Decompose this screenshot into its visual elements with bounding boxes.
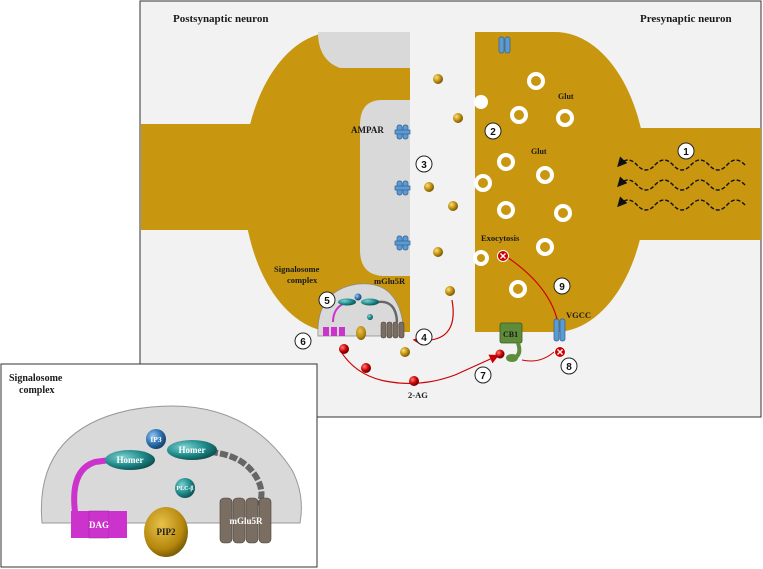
step-1: 1 xyxy=(677,142,695,160)
glut-label-2: Glut xyxy=(531,147,547,156)
vgcc-icon xyxy=(553,318,566,342)
step-markers: 1 2 3 4 5 6 7 8 9 xyxy=(294,122,695,384)
svg-text:6: 6 xyxy=(300,337,306,348)
vesicle xyxy=(474,174,492,192)
dag-icon: DAG xyxy=(71,510,127,539)
homer-1-icon: Homer xyxy=(105,450,155,470)
block-icon xyxy=(554,346,566,358)
spine-top xyxy=(318,32,410,68)
step-9: 9 xyxy=(553,277,571,295)
presynaptic-title: Presynaptic neuron xyxy=(640,13,732,25)
step-3: 3 xyxy=(415,155,433,173)
fusing-vesicle xyxy=(474,95,488,109)
action-potential-waves xyxy=(617,156,746,211)
vesicle xyxy=(536,166,554,184)
plc-beta-icon: PLC-β xyxy=(175,478,195,498)
inset-title-1: Signalosome xyxy=(9,373,63,384)
postsynaptic-title: Postsynaptic neuron xyxy=(173,13,268,25)
vesicle xyxy=(527,72,545,90)
svg-text:7: 7 xyxy=(480,371,486,382)
svg-text:1: 1 xyxy=(683,147,689,158)
inhibition-markers xyxy=(497,250,566,358)
step-7: 7 xyxy=(474,366,492,384)
svg-text:9: 9 xyxy=(559,282,565,293)
cb1-receptor xyxy=(499,322,523,362)
svg-text:2: 2 xyxy=(490,127,496,138)
cb1-label: CB1 xyxy=(503,330,518,339)
vesicle xyxy=(556,109,574,127)
mglu5r-label: mGlu5R xyxy=(374,276,406,286)
ip3-icon: IP3 xyxy=(146,429,166,449)
homer-2-label: Homer xyxy=(179,445,206,455)
vesicle xyxy=(554,204,572,222)
plc-label: PLC-β xyxy=(176,486,193,492)
signalosome-inset: Signalosome complex Homer Homer IP3 PLC-… xyxy=(0,363,318,568)
exocytosis-label: Exocytosis xyxy=(481,233,520,243)
ampar-icon xyxy=(394,180,411,196)
homer-1-label: Homer xyxy=(117,455,144,465)
signalosome-contents xyxy=(323,293,405,340)
svg-text:8: 8 xyxy=(566,362,572,373)
ampar-receptors xyxy=(394,36,566,342)
dag-label: DAG xyxy=(89,520,109,530)
ampar-icon xyxy=(394,124,411,140)
vesicle xyxy=(497,201,515,219)
svg-text:5: 5 xyxy=(324,296,330,307)
postsynaptic-density xyxy=(360,100,410,276)
pip2-icon: PIP2 xyxy=(144,507,188,557)
svg-text:3: 3 xyxy=(421,160,427,171)
vesicle xyxy=(536,238,554,256)
ip3-label: IP3 xyxy=(150,435,162,444)
vgcc-label: VGCC xyxy=(566,310,591,320)
ampar-label: AMPAR xyxy=(351,125,384,135)
svg-text:4: 4 xyxy=(421,333,427,344)
vesicle xyxy=(510,106,528,124)
pip2-label: PIP2 xyxy=(157,527,176,537)
mglu5r-inset-label: mGlu5R xyxy=(229,516,263,526)
dag-linker xyxy=(71,457,111,513)
glutamate-molecules xyxy=(400,74,463,357)
inset-dome xyxy=(40,405,302,524)
inset-title-2: complex xyxy=(19,385,55,396)
two-ag-label: 2-AG xyxy=(408,390,428,400)
mglu5r-icon: mGlu5R xyxy=(219,497,272,544)
step-8: 8 xyxy=(560,357,578,375)
signalosome-label-1: Signalosome xyxy=(274,264,320,274)
glutamate-vesicles xyxy=(473,72,574,298)
signalosome-label-2: complex xyxy=(287,275,318,285)
step-5: 5 xyxy=(318,291,336,309)
two-ag-pathway xyxy=(339,256,558,386)
glut-label-1: Glut xyxy=(558,92,574,101)
block-icon xyxy=(497,250,509,262)
vesicle xyxy=(509,280,527,298)
ampar-icon xyxy=(394,235,411,251)
vesicle xyxy=(473,250,489,266)
step-6: 6 xyxy=(294,332,312,350)
vesicle xyxy=(497,153,515,171)
step-2: 2 xyxy=(484,122,502,140)
presynaptic-channel-icon xyxy=(498,36,511,54)
homer-2-icon: Homer xyxy=(167,440,217,460)
step-4: 4 xyxy=(415,328,433,346)
postsynaptic-neuron xyxy=(141,32,410,337)
